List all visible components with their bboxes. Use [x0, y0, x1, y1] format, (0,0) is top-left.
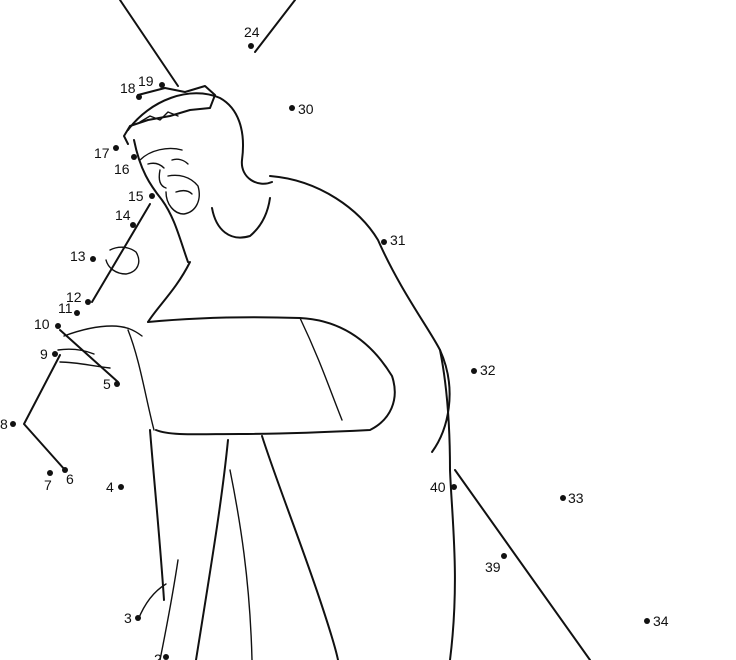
dot-label: 7: [44, 477, 52, 493]
dot-label: 13: [70, 248, 86, 264]
dot-label: 16: [114, 161, 130, 177]
dot-39: 39: [485, 553, 507, 575]
dot-30: 30: [289, 101, 314, 117]
dot-label: 18: [120, 80, 136, 96]
dot-4: 4: [106, 479, 124, 495]
dot-label: 33: [568, 490, 584, 506]
dot-32: 32: [471, 362, 496, 378]
dot-9: 9: [40, 346, 58, 362]
dot-11: 11: [58, 300, 80, 316]
dot-18: 18: [120, 80, 142, 100]
dot-label: 5: [103, 376, 111, 392]
dot-label: 19: [138, 73, 154, 89]
dot-34: 34: [644, 613, 669, 629]
dot-10: 10: [34, 316, 61, 332]
dot-label: 34: [653, 613, 669, 629]
cross-outline: [23, 0, 591, 660]
dot-label: 31: [390, 232, 406, 248]
figure-outline: [57, 85, 456, 660]
dot-16: 16: [114, 154, 137, 177]
dot-17: 17: [94, 145, 119, 161]
dot-label: 40: [430, 479, 446, 495]
dot-8: 8: [0, 416, 16, 432]
dot-24: 24: [244, 24, 260, 49]
dot-label: 2: [154, 651, 162, 660]
dot-40: 40: [430, 479, 457, 495]
dot-13: 13: [70, 248, 96, 264]
dot-label: 11: [58, 300, 73, 316]
dot-7: 7: [44, 470, 53, 493]
dot-6: 6: [62, 467, 74, 487]
dot-19: 19: [138, 73, 165, 89]
dot-label: 12: [66, 289, 82, 305]
numbered-dots: 2 3 4 5 6 7 8 9: [0, 24, 669, 660]
dot-label: 30: [298, 101, 314, 117]
dot-31: 31: [381, 232, 406, 248]
dot-label: 8: [0, 416, 8, 432]
dot-label: 6: [66, 471, 74, 487]
dot-15: 15: [128, 188, 155, 204]
dot-3: 3: [124, 610, 141, 626]
dot-5: 5: [103, 376, 120, 392]
dot-label: 15: [128, 188, 144, 204]
dot-label: 10: [34, 316, 50, 332]
dot-label: 14: [115, 207, 131, 223]
dot-label: 32: [480, 362, 496, 378]
dot-label: 3: [124, 610, 132, 626]
dot-2: 2: [154, 651, 169, 660]
dot-33: 33: [560, 490, 584, 506]
dot-label: 4: [106, 479, 114, 495]
dot-label: 24: [244, 24, 260, 40]
dot-label: 39: [485, 559, 501, 575]
dot-14: 14: [115, 207, 136, 228]
dot-label: 17: [94, 145, 110, 161]
dot-12: 12: [66, 289, 91, 305]
dot-label: 9: [40, 346, 48, 362]
